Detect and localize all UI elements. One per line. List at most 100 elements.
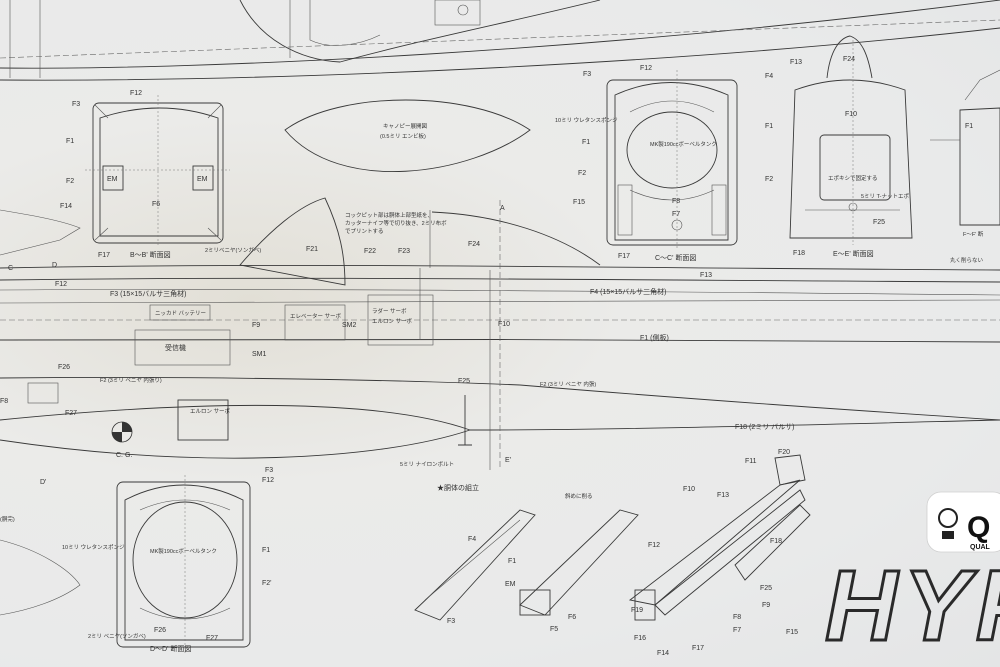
cc-tank-label: MK製190ccボーベルタンク <box>650 140 717 148</box>
side-note: (胴完) <box>0 515 15 523</box>
asm-label-f13: F13 <box>717 492 729 499</box>
nicad-battery-label: ニッカド バッテリー <box>155 310 206 317</box>
cc-label-f1: F1 <box>582 139 590 146</box>
assembly-sketches: F4 F1 F3 EM F5 F6 斜めに削る F11 F20 F10 F13 … <box>414 449 811 657</box>
side-view-labels: F13 F3 (15×15バルサ三角材) F4 (15×15バルサ三角材) F1… <box>0 205 795 492</box>
label-sm1: SM1 <box>252 351 267 358</box>
dd-urethane-label: 10ミリ ウレタンスポンジ <box>62 543 125 551</box>
label-f9: F9 <box>252 322 260 329</box>
aileron-servo-label: エルロン サーボ <box>190 407 231 415</box>
canopy-title: キャノピー展開図 <box>383 123 428 130</box>
cg-marker-icon <box>111 421 133 443</box>
label-f4-longeron: F4 (15×15バルサ三角材) <box>590 287 666 296</box>
cc-label-f3: F3 <box>583 71 591 78</box>
label-f2-left: F2 (3ミリ ベニヤ 内張り) <box>100 376 162 384</box>
top-view-outline <box>0 0 1000 81</box>
dd-label-f26: F26 <box>154 627 166 634</box>
cc-label-f17: F17 <box>618 253 630 260</box>
side-view <box>0 200 1000 616</box>
section-ee-title: E～E' 断面図 <box>833 249 874 258</box>
cc-urethane-label: 10ミリ ウレタンスポンジ <box>555 116 618 124</box>
asm-label-f8: F8 <box>733 614 741 621</box>
logo-subtext: QUAL <box>970 544 991 551</box>
label-f22: F22 <box>364 248 376 255</box>
cg-label: C. G. <box>116 452 132 459</box>
section-ff-title: F～F' 断 <box>963 230 984 238</box>
dd-label-f12: F12 <box>262 477 274 484</box>
assembly-heading: ★胴体の組立 <box>437 483 479 492</box>
asm-label-f3: F3 <box>447 618 455 625</box>
d-mark: D <box>52 262 57 269</box>
canopy-subtitle: (0.5ミリ エンビ板) <box>380 132 426 140</box>
c-mark: C <box>8 265 13 272</box>
asm-label-f16: F16 <box>634 635 646 642</box>
ee-nut-note: 5ミリ T-ナットエポ <box>861 193 909 200</box>
label-f12-left: F12 <box>55 281 67 288</box>
cc-label-f15: F15 <box>573 199 585 206</box>
asm-label-f6: F6 <box>568 614 576 621</box>
ee-epoxy-note: エポキシで固定する <box>828 174 878 182</box>
label-sm2: SM2 <box>342 322 357 329</box>
d-prime-mark: D' <box>40 479 46 486</box>
asm-label-f25: F25 <box>760 585 772 592</box>
ee-label-f18: F18 <box>793 250 805 257</box>
section-bb-title: B～B' 断面図 <box>130 250 171 259</box>
label-f17: F17 <box>98 252 110 259</box>
label-f3: F3 <box>72 101 80 108</box>
label-f2: F2 <box>66 178 74 185</box>
dd-plywood-label: 2ミリ ベニヤ(ソンガベ) <box>88 632 146 640</box>
ee-label-f25: F25 <box>873 219 885 226</box>
label-f10: F10 <box>498 321 510 328</box>
label-f3-longeron: F3 (15×15バルサ三角材) <box>110 289 186 298</box>
section-bb: F12 F3 F1 F2 F14 F17 EM EM F6 B～B' 断面図 2… <box>60 90 261 259</box>
e-prime-mark: E' <box>505 457 511 464</box>
label-em-left: EM <box>107 176 118 183</box>
dd-label-f2: F2' <box>262 580 272 587</box>
asm-label-f15: F15 <box>786 629 798 636</box>
cockpit-note-line-1: コックピット部は胴体上部型紙を、 <box>345 211 433 219</box>
elevator-servo-label: エレベーター サーボ <box>290 312 342 320</box>
plywood-note: 2ミリベニヤ(ソンガベ) <box>205 246 261 254</box>
asm-label-f19: F19 <box>631 607 643 614</box>
dd-tank-label: MK製190ccボーベルタンク <box>150 547 217 555</box>
asm-label-f10: F10 <box>683 486 695 493</box>
ee-label-f2: F2 <box>765 176 773 183</box>
label-f1: F1 <box>66 138 74 145</box>
asm-label-f18: F18 <box>770 538 782 545</box>
cc-label-f8: F8 <box>672 198 680 205</box>
diagonal-cut-note: 斜めに削る <box>565 492 593 500</box>
asm-label-f1: F1 <box>508 558 516 565</box>
asm-label-f4: F4 <box>468 536 476 543</box>
a-mark: A <box>500 205 505 212</box>
ee-label-f10: F10 <box>845 111 857 118</box>
section-dd-title: D～D' 断面図 <box>150 644 191 653</box>
asm-label-em: EM <box>505 581 516 588</box>
nylon-bolt-label: 5ミリ ナイロンボルト <box>400 460 454 468</box>
label-f14: F14 <box>60 203 72 210</box>
section-ee: F4 F13 F24 F10 F1 F2 F18 F25 エポキシで固定する 5… <box>765 35 913 258</box>
logo-letter: Q <box>967 511 990 544</box>
ee-label-f4: F4 <box>765 73 773 80</box>
cc-label-f7: F7 <box>672 211 680 218</box>
label-f25: F25 <box>458 378 470 385</box>
ee-label-f13: F13 <box>790 59 802 66</box>
section-cc-title: C～C' 断面図 <box>655 253 696 262</box>
asm-label-f5: F5 <box>550 626 558 633</box>
section-ff: F1 F～F' 断 丸く削らない <box>930 69 1000 264</box>
label-f8-left: F8 <box>0 398 8 405</box>
brand-title: HYP <box>825 550 1000 662</box>
label-f21: F21 <box>306 246 318 253</box>
rudder-servo-label-2: エルロン サーボ <box>372 317 413 325</box>
label-f23: F23 <box>398 248 410 255</box>
asm-label-f11: F11 <box>745 458 757 465</box>
asm-label-f14: F14 <box>657 650 669 657</box>
label-f24: F24 <box>468 241 480 248</box>
receiver-label: 受信機 <box>165 343 186 352</box>
canopy-pattern: キャノピー展開図 (0.5ミリ エンビ板) <box>284 99 531 173</box>
canopy-side: F21 F22 F23 F24 <box>239 197 601 286</box>
dd-label-f1: F1 <box>262 547 270 554</box>
section-dd: F3 F12 F1 F2' F26 F27 10ミリ ウレタンスポンジ MK製1… <box>0 467 274 655</box>
section-cc: F3 F12 F1 F2 F15 F17 F8 F7 MK製190ccボーベルタ… <box>555 65 738 262</box>
ee-label-f1: F1 <box>765 123 773 130</box>
